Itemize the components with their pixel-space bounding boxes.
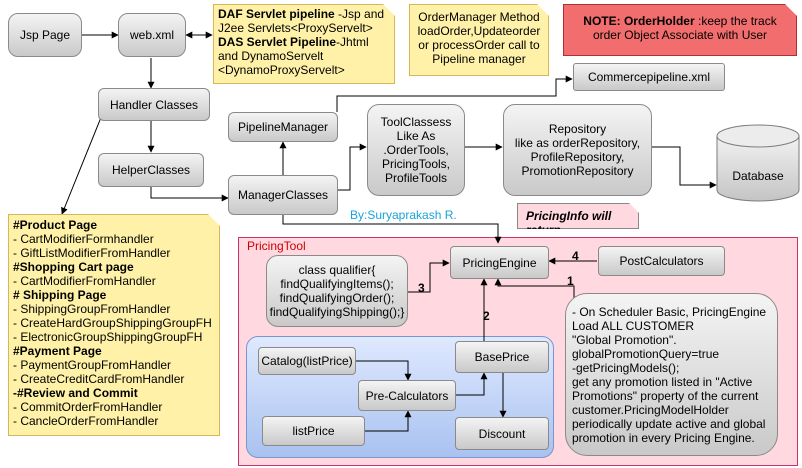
- handler-section-heading: #Product Page: [13, 218, 98, 232]
- step-label-1: 1: [567, 274, 574, 288]
- arrow-note-engine: [494, 278, 575, 326]
- handler-list-item: - CartModifierFromHandler: [13, 274, 156, 288]
- arrow-pre-base: [456, 372, 488, 396]
- database-cylinder: [716, 124, 800, 202]
- web-xml-box: web.xml: [118, 13, 186, 57]
- orderholder-label: NOTE: OrderHolder: [583, 14, 695, 28]
- step-label-2: 2: [483, 309, 490, 323]
- arrow-manager-pricing: [282, 215, 502, 244]
- handler-section-heading: # Shipping Page: [13, 288, 107, 302]
- arrow-qualifier-engine: [408, 259, 450, 293]
- handler-list-item: - CreateCreditCardFromHandler: [13, 372, 185, 386]
- arrow-pipeline-commerce: [336, 75, 573, 112]
- helper-classes-box: HelperClasses: [98, 153, 204, 187]
- repository-box: Repository like as orderRepository, Prof…: [503, 104, 652, 196]
- arrow-repo-db: [652, 146, 717, 189]
- arrow-manager-tools: [337, 143, 367, 191]
- pipeline-manager-box: PipelineManager: [228, 112, 338, 142]
- catalog-box: Catalog(listPrice): [258, 347, 356, 375]
- scheduler-note-box: - On Scheduler Basic, PricingEngine Load…: [565, 293, 778, 456]
- handler-list-item: - GiftListModifierFromHandler: [13, 246, 171, 260]
- step-label-3: 3: [418, 281, 425, 295]
- handler-list-item: - PaymentGroupFromHandler: [13, 358, 172, 372]
- commerce-pipeline-box: Commercepipeline.xml: [573, 63, 725, 91]
- handler-section-heading: #Shopping Cart page: [13, 260, 134, 274]
- handler-section-heading: -#Review and Commit: [13, 386, 138, 400]
- handler-list-item: - ShippingGroupFromHandler: [13, 302, 171, 316]
- handler-list-item: - CartModifierFormhandler: [13, 232, 154, 246]
- handler-list-item: - CommitOrderFromHandler: [13, 400, 163, 414]
- daf-das-note: DAF Servlet pipeline -Jsp and J2ee Servl…: [213, 4, 395, 84]
- arrow-list-pre: [365, 410, 412, 432]
- order-manager-note: OrderManager Method loadOrder,Updateorde…: [409, 4, 549, 76]
- handlers-note: #Product Page- CartModifierFormhandler- …: [8, 214, 220, 436]
- database-label: Database: [732, 169, 784, 183]
- handler-list-item: - ElectronicGroupShippingGroupFH: [13, 330, 203, 344]
- daf-desc: -Jsp and J2ee Servlets<ProxyServelt>: [218, 7, 385, 35]
- post-calculators-box: PostCalculators: [598, 246, 725, 276]
- handler-list: #Product Page- CartModifierFormhandler- …: [13, 218, 215, 428]
- daf-label: DAF Servlet pipeline: [218, 7, 335, 21]
- jsp-page-box: Jsp Page: [8, 13, 82, 57]
- handler-list-item: - CancleOrderFromHandler: [13, 414, 159, 428]
- list-price-box: listPrice: [262, 416, 365, 446]
- arrow-catalog-pre: [355, 360, 412, 381]
- tool-classes-box: ToolClassess Like As .OrderTools, Pricin…: [367, 104, 465, 196]
- handler-list-item: - CreateHardGroupShippingGroupFH: [13, 316, 212, 330]
- pricing-engine-box: PricingEngine: [450, 246, 549, 279]
- manager-classes-box: ManagerClasses: [228, 175, 338, 215]
- base-price-box: BasePrice: [455, 341, 549, 373]
- das-desc: -Jhtml and DynamoServelt <DynamoProxySer…: [218, 35, 369, 77]
- handler-classes-box: Handler Classes: [98, 88, 210, 121]
- arrow-helper-manager: [150, 187, 229, 202]
- orderholder-desc: :keep the track order Object Associate w…: [592, 14, 777, 42]
- discount-box: Discount: [455, 417, 549, 450]
- qualifier-box: class qualifier{ findQualifyingItems(); …: [266, 255, 408, 327]
- pricing-info-note: PricingInfo will return: [517, 203, 639, 229]
- pricing-tool-title: PricingTool: [247, 239, 306, 253]
- das-label: DAS Servlet Pipeline: [218, 35, 337, 49]
- handler-section-heading: #Payment Page: [13, 344, 102, 358]
- pre-calculators-box: Pre-Calculators: [358, 380, 456, 411]
- step-label-4: 4: [572, 249, 579, 263]
- orderholder-note: NOTE: OrderHolder :keep the track order …: [563, 4, 797, 56]
- arrow-handler-productnote: [61, 109, 105, 215]
- author-label: By:Suryaprakash R.: [350, 208, 457, 222]
